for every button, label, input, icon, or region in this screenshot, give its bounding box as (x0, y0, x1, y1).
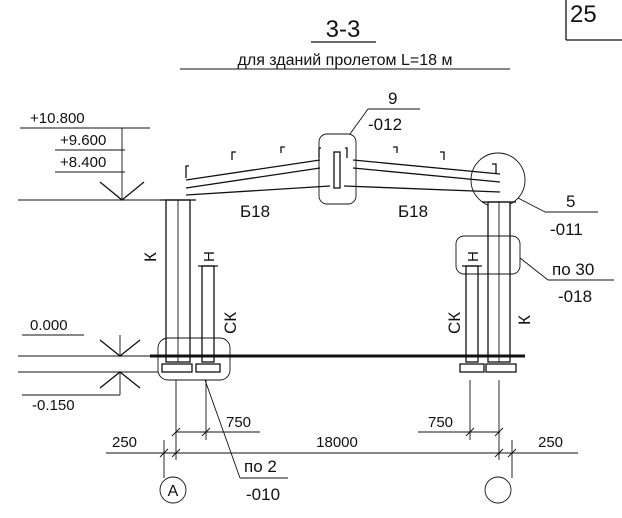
elevation-top1: +10.800 (30, 110, 85, 127)
right-secondary-tag: Н (465, 251, 482, 262)
base-callout-number: по 2 (244, 457, 277, 476)
eave-callout-code: -011 (550, 220, 583, 239)
left-column-label: К (141, 252, 160, 262)
roof-frame (185, 133, 526, 208)
right-column-label: К (515, 315, 534, 325)
dim-span: 18000 (316, 434, 358, 451)
right-secondary-label: СК (445, 312, 464, 334)
beam-label-right: Б18 (398, 202, 428, 221)
ridge-callout: 9 -012 (349, 89, 420, 135)
column-callout-code: -018 (558, 287, 592, 306)
ridge-callout-code: -012 (368, 115, 402, 134)
axis-left-label: А (168, 483, 179, 500)
dim-left-step: 750 (226, 414, 251, 431)
section-title: 3-3 для зданий пролетом L=18 м (180, 16, 510, 70)
column-callout-number: по 30 (552, 260, 594, 279)
beam-label-left: Б18 (240, 202, 270, 221)
axis-markers: А (159, 476, 512, 504)
left-secondary-tag: Н (201, 251, 218, 262)
dim-left-edge: 250 (112, 434, 137, 451)
eave-callout-number: 5 (566, 192, 575, 211)
left-column: К (141, 199, 196, 363)
base-callout-code: -010 (246, 485, 280, 504)
elevation-top2: +9.600 (60, 132, 106, 149)
column-callout: по 30 -018 (519, 257, 614, 306)
eave-callout: 5 -011 (517, 192, 598, 239)
dim-right-step: 750 (428, 414, 453, 431)
section-subtitle: для зданий пролетом L=18 м (238, 52, 453, 69)
sheet-number: 25 (570, 1, 597, 28)
section-mark: 3-3 (326, 16, 361, 43)
sheet-number-box: 25 (565, 0, 622, 41)
ground-level: 0.000 -0.150 (18, 317, 525, 414)
ridge-callout-number: 9 (388, 89, 397, 108)
dim-right-edge: 250 (538, 434, 563, 451)
elevation-top3: +8.400 (60, 154, 106, 171)
right-secondary-column: Н СК (445, 235, 521, 363)
elevation-zero: 0.000 (30, 317, 68, 334)
left-secondary-column: Н СК (198, 251, 240, 363)
dimension-lines: 750 750 250 18000 250 (106, 380, 578, 478)
elevation-marks-top: +10.800 +9.600 +8.400 (18, 110, 182, 201)
right-column: К (482, 201, 534, 363)
elevation-ground: -0.150 (32, 397, 75, 414)
left-secondary-label: СК (221, 312, 240, 334)
base-callout: по 2 -010 (204, 379, 288, 504)
